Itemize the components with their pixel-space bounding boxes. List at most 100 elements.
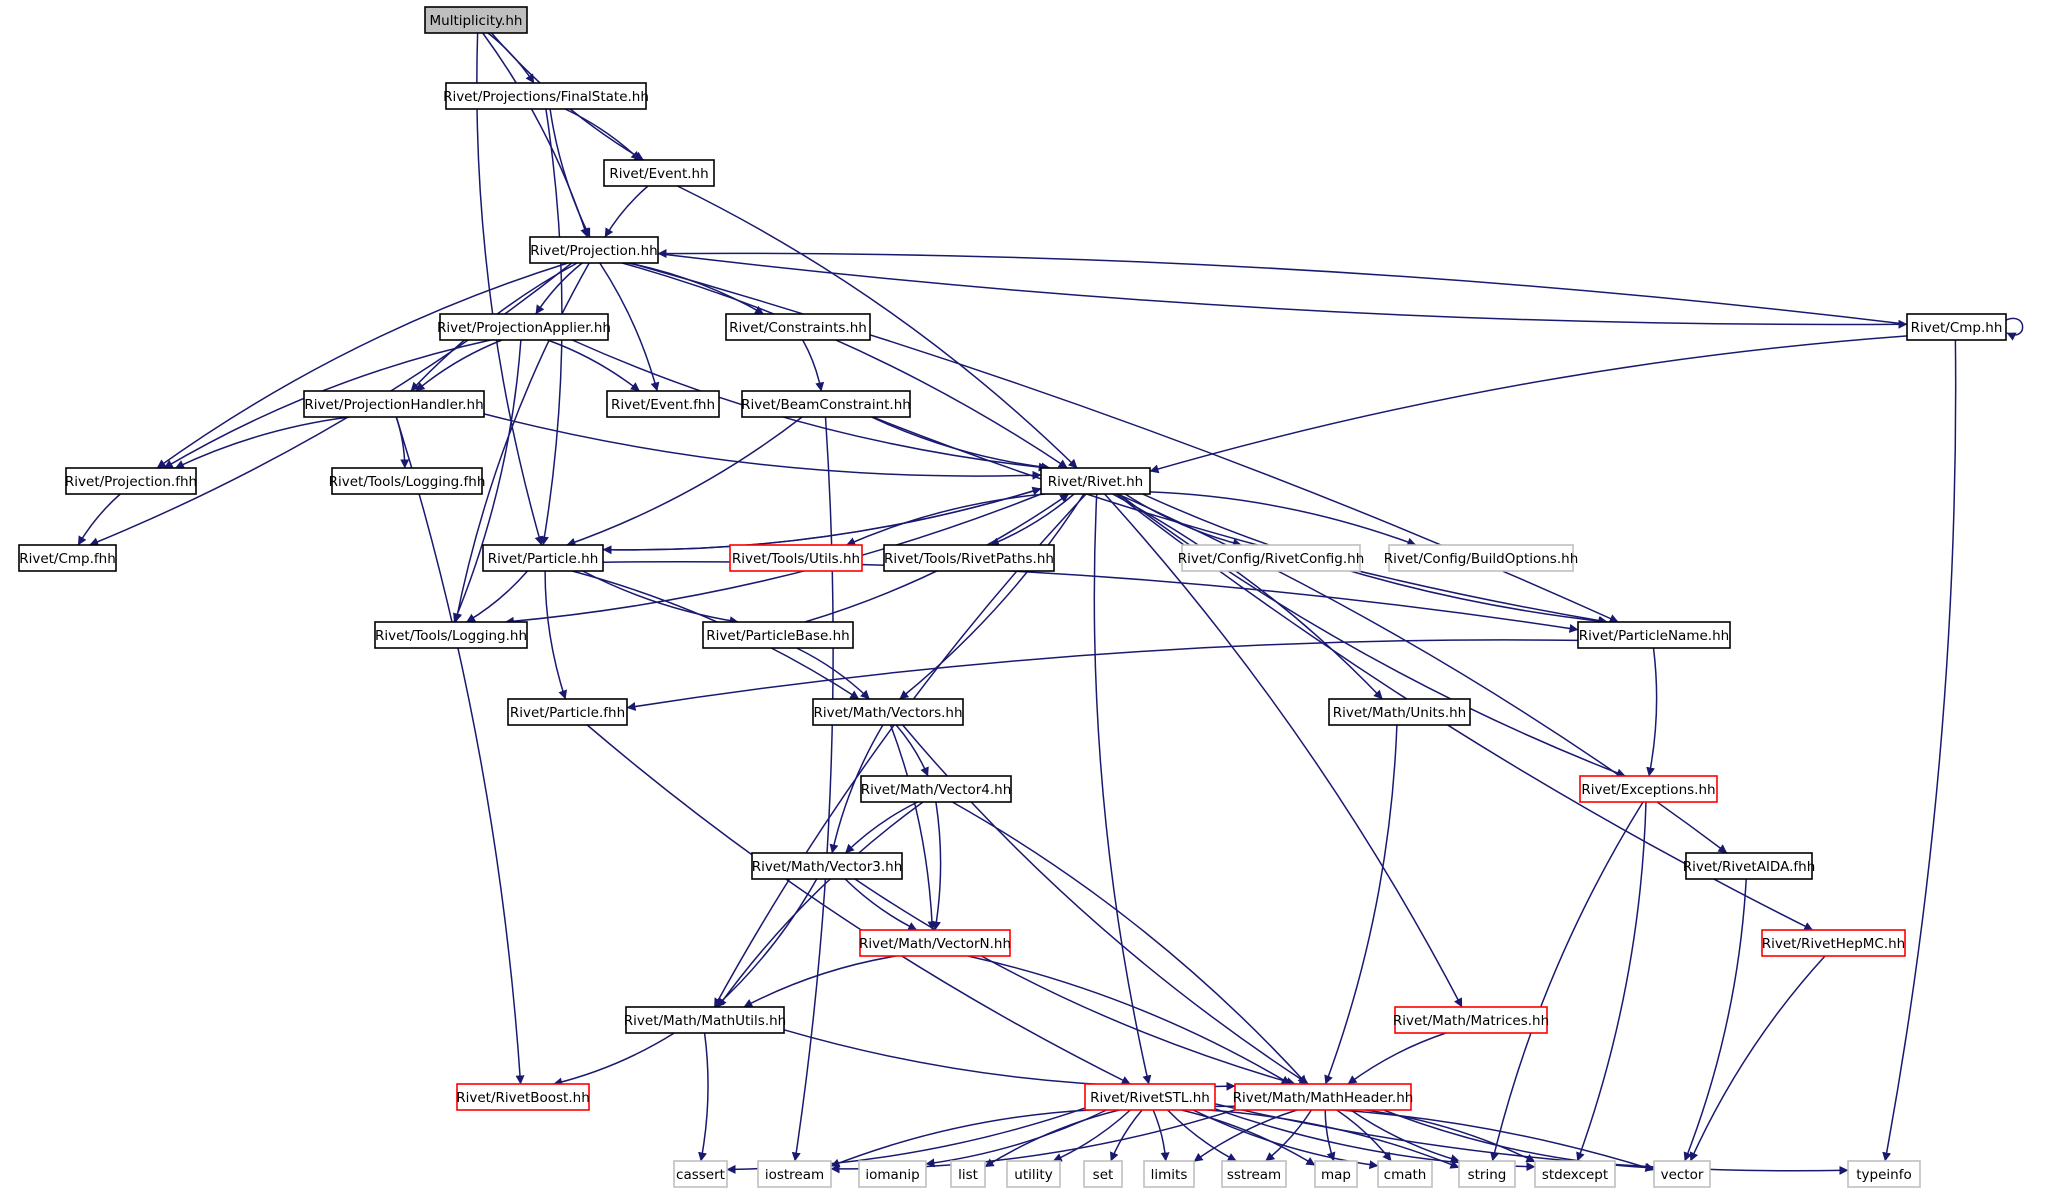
edge-particle_hh-to-particlename	[602, 560, 1579, 633]
node-box	[702, 621, 854, 649]
node-particlename[interactable]: Rivet/ParticleName.hh	[1577, 621, 1731, 649]
node-label: Rivet/Math/Vectors.hh	[813, 705, 962, 721]
node-mathutils[interactable]: Rivet/Math/MathUtils.hh	[624, 1006, 786, 1034]
node-typeinfo[interactable]: typeinfo	[1847, 1160, 1921, 1188]
node-box	[1579, 775, 1718, 803]
node-particlebase[interactable]: Rivet/ParticleBase.hh	[702, 621, 854, 649]
node-box	[858, 1160, 927, 1188]
node-set[interactable]: set	[1083, 1160, 1123, 1188]
node-mathheader[interactable]: Rivet/Math/MathHeader.hh	[1233, 1083, 1414, 1111]
node-label: Rivet/ProjectionApplier.hh	[437, 320, 611, 336]
node-exceptions[interactable]: Rivet/Exceptions.hh	[1579, 775, 1718, 803]
node-matrices[interactable]: Rivet/Math/Matrices.hh	[1393, 1006, 1549, 1034]
node-projhandler[interactable]: Rivet/ProjectionHandler.hh	[303, 390, 485, 418]
node-event_fhh[interactable]: Rivet/Event.fhh	[606, 390, 720, 418]
node-beamconstraint[interactable]: Rivet/BeamConstraint.hh	[741, 390, 911, 418]
node-label: Rivet/Tools/RivetPaths.hh	[884, 551, 1054, 567]
node-label: Rivet/ParticleBase.hh	[706, 628, 849, 644]
edge-mathutils-to-rivetboost	[553, 1032, 675, 1087]
node-vectorn[interactable]: Rivet/Math/VectorN.hh	[859, 929, 1011, 957]
edge-projection_hh-to-rivet_hh	[621, 262, 1068, 469]
node-box	[950, 1160, 986, 1188]
node-label: iomanip	[865, 1167, 919, 1183]
node-cmp_fhh[interactable]: Rivet/Cmp.fhh	[18, 544, 117, 572]
edge-rivetstl-to-iomanip	[925, 1109, 1107, 1168]
edge-mathheader-to-cmath	[1336, 1109, 1392, 1162]
node-rivet_hh[interactable]: Rivet/Rivet.hh	[1040, 467, 1151, 495]
node-box	[860, 775, 1012, 803]
node-rivetpaths[interactable]: Rivet/Tools/RivetPaths.hh	[883, 544, 1055, 572]
node-iostream[interactable]: iostream	[757, 1160, 832, 1188]
node-box	[1653, 1160, 1711, 1188]
node-projection_fhh[interactable]: Rivet/Projection.fhh	[65, 467, 197, 495]
node-vectors[interactable]: Rivet/Math/Vectors.hh	[812, 698, 964, 726]
node-rivetconfig[interactable]: Rivet/Config/RivetConfig.hh	[1178, 544, 1365, 572]
node-iomanip[interactable]: iomanip	[858, 1160, 927, 1188]
node-cassert[interactable]: cassert	[673, 1160, 728, 1188]
node-units[interactable]: Rivet/Math/Units.hh	[1328, 698, 1471, 726]
edge-exceptions-to-string	[1490, 801, 1644, 1162]
node-sstream[interactable]: sstream	[1221, 1160, 1287, 1188]
node-vector4[interactable]: Rivet/Math/Vector4.hh	[860, 775, 1012, 803]
node-box	[741, 390, 911, 418]
node-utils[interactable]: Rivet/Tools/Utils.hh	[729, 544, 863, 572]
node-box	[729, 544, 863, 572]
node-constraints[interactable]: Rivet/Constraints.hh	[725, 313, 871, 341]
node-box	[1534, 1160, 1616, 1188]
edge-mathheader-to-stdexcept	[1365, 1109, 1536, 1163]
node-box	[1143, 1160, 1195, 1188]
edge-beamconstraint-to-particlename	[872, 416, 1608, 626]
edge-vector3-to-vectorn	[844, 878, 918, 931]
node-box	[1181, 544, 1361, 572]
node-label: list	[958, 1167, 978, 1183]
edge-projhandler-to-rivet_hh	[483, 413, 1042, 480]
edge-rivet_hh-to-buildoptions	[1149, 491, 1417, 547]
node-particle_fhh[interactable]: Rivet/Particle.fhh	[507, 698, 628, 726]
edge-projection_hh-to-projapplier	[535, 262, 583, 315]
node-box	[1577, 621, 1731, 649]
node-vector3[interactable]: Rivet/Math/Vector3.hh	[751, 852, 903, 880]
edge-vectors-to-vector4	[895, 724, 929, 777]
node-limits[interactable]: limits	[1143, 1160, 1195, 1188]
node-logging_hh[interactable]: Rivet/Tools/Logging.hh	[374, 621, 528, 649]
edge-particle_hh-to-particlebase	[582, 570, 739, 626]
node-box	[1458, 1160, 1516, 1188]
node-utility[interactable]: utility	[1006, 1160, 1061, 1188]
node-box	[303, 390, 485, 418]
node-rivethepmc[interactable]: Rivet/RivetHepMC.hh	[1761, 929, 1906, 957]
node-projapplier[interactable]: Rivet/ProjectionApplier.hh	[437, 313, 611, 341]
edge-mathheader-to-sstream	[1265, 1109, 1313, 1162]
edge-rivet_hh-to-units	[1112, 493, 1383, 700]
node-rivetboost[interactable]: Rivet/RivetBoost.hh	[456, 1083, 590, 1111]
node-vector[interactable]: vector	[1653, 1160, 1711, 1188]
node-stdexcept[interactable]: stdexcept	[1534, 1160, 1616, 1188]
node-cmp_hh[interactable]: Rivet/Cmp.hh	[1906, 313, 2007, 341]
edge-rivetstl-to-limits	[1152, 1109, 1170, 1162]
node-label: Rivet/Event.fhh	[611, 397, 715, 413]
node-box	[445, 82, 647, 110]
edge-units-to-mathheader	[1324, 724, 1398, 1085]
node-cmath[interactable]: cmath	[1377, 1160, 1433, 1188]
node-list[interactable]: list	[950, 1160, 986, 1188]
edge-vector3-to-mathheader	[854, 878, 1296, 1086]
node-box	[1084, 1083, 1216, 1111]
file-nodes: Multiplicity.hhRivet/Projections/FinalSt…	[18, 6, 2007, 1188]
edge-event_hh-to-projection_hh	[604, 185, 649, 238]
node-box	[424, 6, 528, 34]
node-box	[1377, 1160, 1433, 1188]
node-buildoptions[interactable]: Rivet/Config/BuildOptions.hh	[1384, 544, 1579, 572]
node-map[interactable]: map	[1314, 1160, 1358, 1188]
node-logging_fhh[interactable]: Rivet/Tools/Logging.fhh	[329, 467, 486, 495]
node-label: Rivet/Tools/Utils.hh	[732, 551, 860, 567]
node-string[interactable]: string	[1458, 1160, 1516, 1188]
node-label: Rivet/Projection.fhh	[65, 474, 197, 490]
node-box	[1234, 1083, 1412, 1111]
node-event_hh[interactable]: Rivet/Event.hh	[603, 159, 715, 187]
node-label: Rivet/Exceptions.hh	[1581, 782, 1715, 798]
node-finalstate[interactable]: Rivet/Projections/FinalState.hh	[443, 82, 649, 110]
node-particle_hh[interactable]: Rivet/Particle.hh	[482, 544, 604, 572]
node-rivetstl[interactable]: Rivet/RivetSTL.hh	[1084, 1083, 1216, 1111]
node-rivetaida[interactable]: Rivet/RivetAIDA.fhh	[1683, 852, 1816, 880]
edge-rivet_hh-to-vectors	[899, 493, 1085, 700]
node-projection_hh[interactable]: Rivet/Projection.hh	[529, 236, 659, 264]
